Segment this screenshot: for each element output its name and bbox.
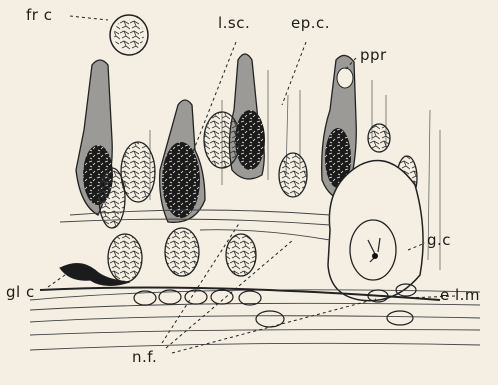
label-ppr: ppr — [360, 48, 387, 63]
label-free-cell: fr c — [26, 8, 52, 23]
label-large-sensory-cell: l.sc. — [218, 16, 250, 31]
label-glial-cell: gl c — [6, 285, 35, 300]
ganglion-cell — [328, 161, 423, 301]
label-epithelial-cell: ep.c. — [291, 16, 330, 31]
label-elastic-membrane: e l.m — [440, 288, 480, 303]
label-nerve-fibers: n.f. — [132, 350, 157, 365]
free-cell — [110, 15, 148, 55]
label-ganglion-cell: g.c — [427, 233, 451, 248]
